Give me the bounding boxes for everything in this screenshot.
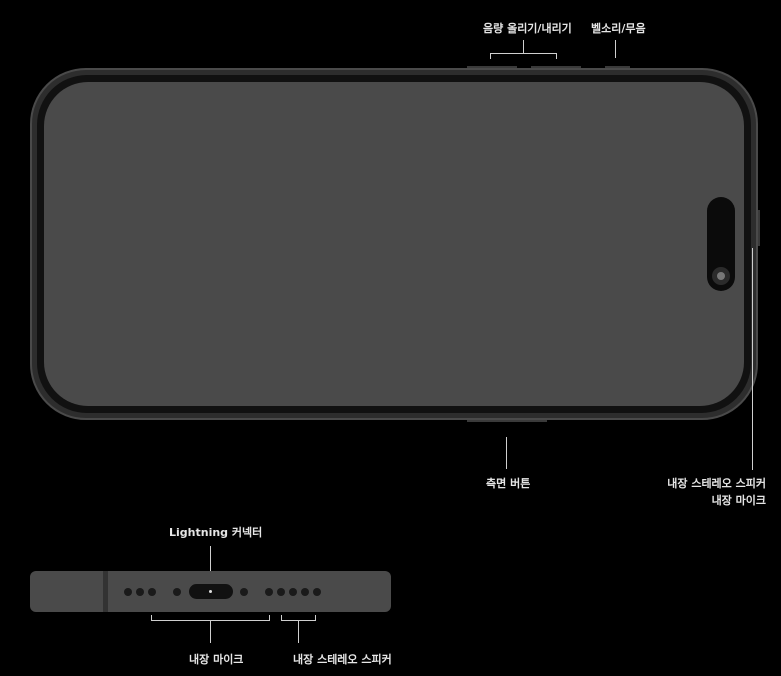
side-button-label: 측면 버튼 — [486, 477, 531, 490]
right-mic-label: 내장 마이크 — [711, 494, 766, 507]
speaker-hole — [289, 588, 297, 596]
ringer-label: 벨소리/무음 — [591, 22, 646, 35]
speaker-hole — [240, 588, 248, 596]
right-speaker-leader — [752, 248, 753, 470]
volume-bracket — [490, 53, 557, 54]
bottom-speaker-bracket — [281, 620, 316, 621]
volume-label: 음량 올리기/내리기 — [483, 22, 572, 35]
lightning-port-dot — [209, 590, 212, 593]
side-button-leader — [506, 437, 507, 469]
mic-hole — [148, 588, 156, 596]
antenna-band — [103, 571, 108, 612]
bottom-speaker-bracket-left — [281, 615, 282, 621]
speaker-hole — [301, 588, 309, 596]
camera-lens — [717, 272, 725, 280]
bottom-mic-label: 내장 마이크 — [189, 653, 244, 666]
volume-bracket-right — [556, 53, 557, 59]
ringer-leader — [615, 40, 616, 58]
bottom-mic-bracket-left — [151, 615, 152, 621]
right-speaker-label: 내장 스테레오 스피커 — [667, 477, 766, 490]
mic-hole — [136, 588, 144, 596]
volume-bracket-left — [490, 53, 491, 59]
bottom-speaker-label: 내장 스테레오 스피커 — [293, 653, 392, 666]
mic-hole — [124, 588, 132, 596]
bottom-mic-bracket — [151, 620, 270, 621]
speaker-hole — [313, 588, 321, 596]
bottom-mic-bracket-right — [269, 615, 270, 621]
lightning-leader — [210, 546, 211, 590]
speaker-hole — [265, 588, 273, 596]
side-button — [467, 418, 547, 422]
speaker-hole — [277, 588, 285, 596]
bottom-speaker-bracket-right — [315, 615, 316, 621]
mic-hole — [173, 588, 181, 596]
bottom-mic-leader — [210, 621, 211, 643]
bottom-speaker-leader — [298, 621, 299, 643]
right-speaker-slit — [756, 210, 760, 246]
lightning-label: Lightning 커넥터 — [169, 526, 263, 539]
volume-leader — [523, 40, 524, 53]
phone-screen — [44, 82, 744, 406]
